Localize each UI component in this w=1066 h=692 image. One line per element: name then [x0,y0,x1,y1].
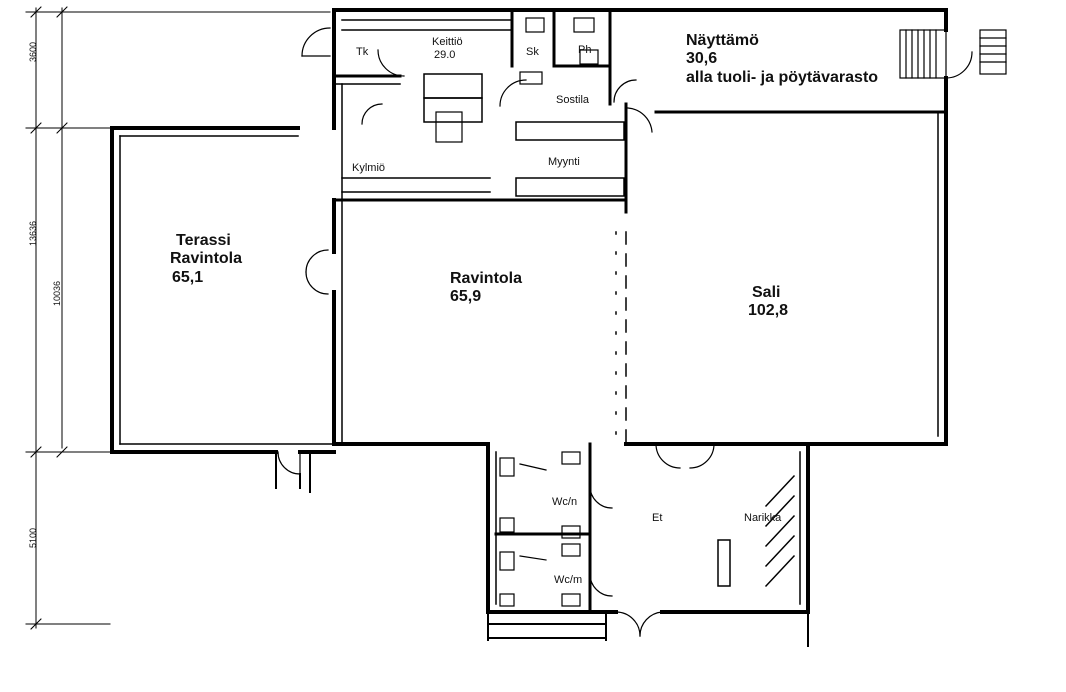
room-area: 29.0 [434,48,456,61]
room-label-sostila: Sostila [556,94,590,106]
room-name-2: Ravintola [170,250,243,268]
room-label-tk: Tk [356,46,369,58]
room-label-myynti: Myynti [548,156,580,168]
dimension-10036: 10036 [52,280,62,306]
dimension-lines [25,6,331,630]
entrance-steps [275,451,809,647]
room-area: 102,8 [748,302,789,320]
room-name: Sali [752,284,781,301]
room-name: Terassi [176,232,231,249]
room-area: 30,6 [686,50,718,68]
room-label-et: Et [652,512,663,524]
room-label-narikka: Narikka [744,512,782,524]
room-name: Ravintola [450,270,523,287]
room-label-kylmio: Kylmiö [352,162,386,174]
room-label-sk: Sk [526,46,539,58]
outer-walls [110,8,948,614]
stairs [899,29,1007,79]
cloakroom-racks [717,474,796,588]
room-name: Keittiö [432,36,463,48]
room-area: 65,9 [450,288,482,306]
room-name: Näyttämö [686,32,759,49]
room-label-sali: Sali 102,8 [748,284,788,321]
interior-walls [332,8,948,614]
room-label-ph: Ph [578,44,592,56]
dimension-5100: 5100 [28,527,38,548]
wc-fixtures [499,451,581,607]
room-label-ravintola: Ravintola 65,9 [450,270,522,307]
room-label-wc-n: Wc/n [552,496,578,508]
room-label-terassi: Terassi Ravintola 65,1 [170,232,242,287]
room-label-naytamo: Näyttämö 30,6 alla tuoli- ja pöytävarast… [686,32,878,87]
door-swings [277,27,715,637]
dimension-3600: 3600 [28,41,38,62]
room-note: alla tuoli- ja pöytävarasto [686,68,879,86]
dimension-13636: 13636 [28,220,38,246]
room-label-wc-m: Wc/m [554,574,583,586]
room-label-keittio: Keittiö 29.0 [432,36,463,61]
room-area: 65,1 [172,268,204,286]
